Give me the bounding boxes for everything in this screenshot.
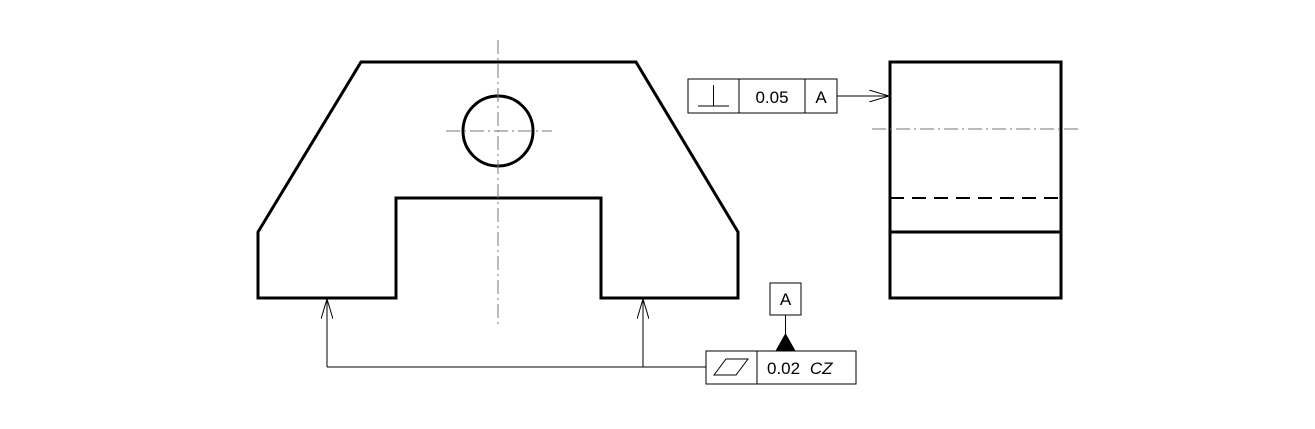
flatness-icon bbox=[713, 358, 749, 376]
side-view-outline bbox=[888, 60, 1063, 300]
perpendicularity-control-frame: 0.05 A bbox=[687, 78, 889, 114]
perpendicularity-datum: A bbox=[815, 88, 827, 107]
datum-label: A bbox=[780, 290, 792, 309]
flatness-modifier: CZ bbox=[810, 359, 833, 378]
fcf-cell-flatness-symbol bbox=[705, 350, 758, 385]
front-view bbox=[256, 40, 740, 325]
side-view bbox=[872, 60, 1080, 300]
flatness-leaders bbox=[327, 299, 706, 368]
perpendicularity-tolerance: 0.05 bbox=[755, 88, 788, 107]
flatness-tolerance-value: 0.02 bbox=[767, 359, 800, 378]
flatness-control-frame: 0.02 CZ bbox=[705, 350, 857, 385]
front-view-outline bbox=[256, 60, 740, 300]
datum-box bbox=[769, 282, 802, 316]
datum-feature-symbol: A bbox=[769, 282, 802, 352]
datum-triangle-icon bbox=[775, 332, 796, 352]
flatness-tolerance: 0.02 CZ bbox=[767, 359, 833, 378]
fcf-cell-tolerance bbox=[738, 78, 806, 114]
perpendicularity-icon bbox=[698, 85, 729, 107]
fcf-cell-flatness-tolerance bbox=[756, 350, 857, 385]
